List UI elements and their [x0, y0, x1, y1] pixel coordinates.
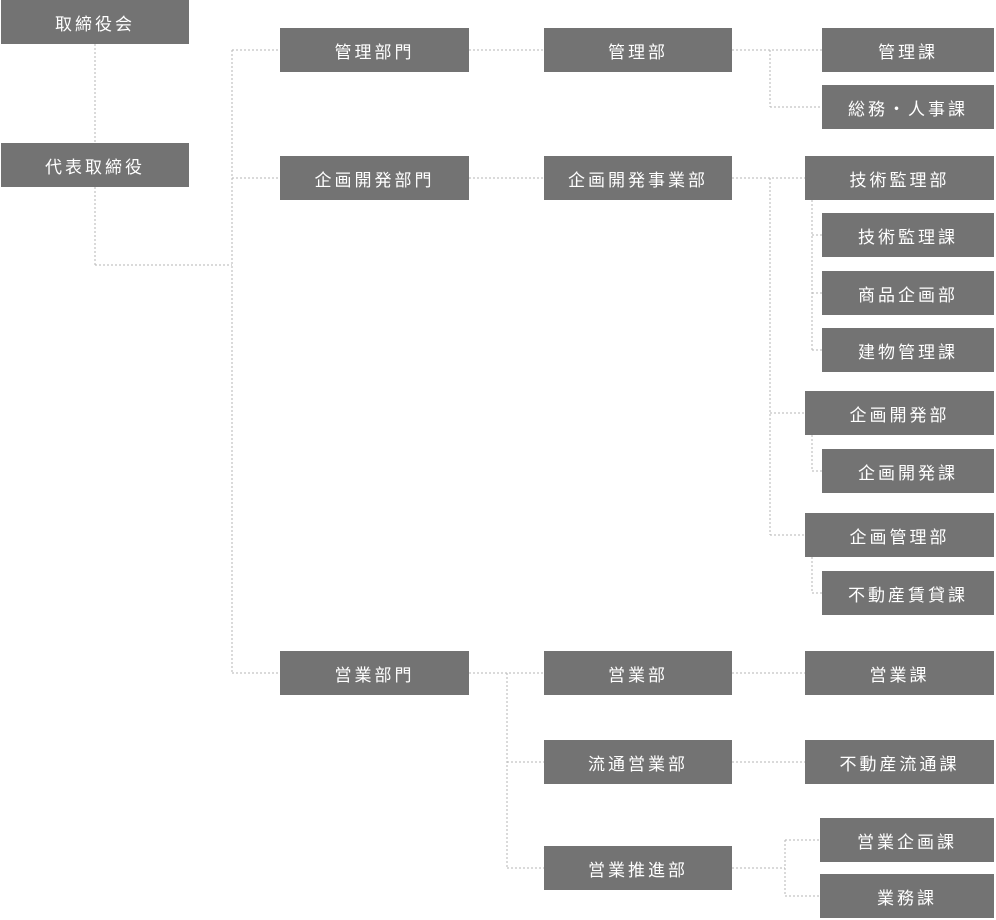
general-affairs-hr-section-box: 総務・人事課 — [822, 85, 994, 129]
operations-section-box: 業務課 — [820, 874, 994, 918]
development-department-box: 企画開発部 — [805, 391, 994, 435]
product-planning-department-box: 商品企画部 — [822, 271, 994, 315]
planning-department-box: 企画開発事業部 — [544, 156, 732, 200]
admin-section-box: 管理課 — [822, 28, 994, 72]
development-section-box: 企画開発課 — [822, 449, 994, 493]
sales-department-box: 営業部 — [544, 651, 732, 695]
sales-division-box: 営業部門 — [280, 651, 469, 695]
planning-division-box: 企画開発部門 — [280, 156, 469, 200]
sales-section-box: 営業課 — [805, 651, 994, 695]
planning-management-department-box: 企画管理部 — [805, 513, 994, 557]
admin-department-box: 管理部 — [544, 28, 732, 72]
real-estate-distribution-section-box: 不動産流通課 — [805, 740, 994, 784]
board-of-directors-box: 取締役会 — [1, 0, 189, 44]
sales-promotion-department-box: 営業推進部 — [544, 846, 732, 890]
ceo-box: 代表取締役 — [1, 143, 189, 187]
sales-planning-section-box: 営業企画課 — [820, 818, 994, 862]
technical-supervision-department-box: 技術監理部 — [805, 156, 994, 200]
distribution-sales-department-box: 流通営業部 — [544, 740, 732, 784]
building-management-section-box: 建物管理課 — [822, 328, 994, 372]
admin-division-box: 管理部門 — [280, 28, 469, 72]
real-estate-leasing-section-box: 不動産賃貸課 — [822, 571, 994, 615]
technical-supervision-section-box: 技術監理課 — [822, 213, 994, 257]
